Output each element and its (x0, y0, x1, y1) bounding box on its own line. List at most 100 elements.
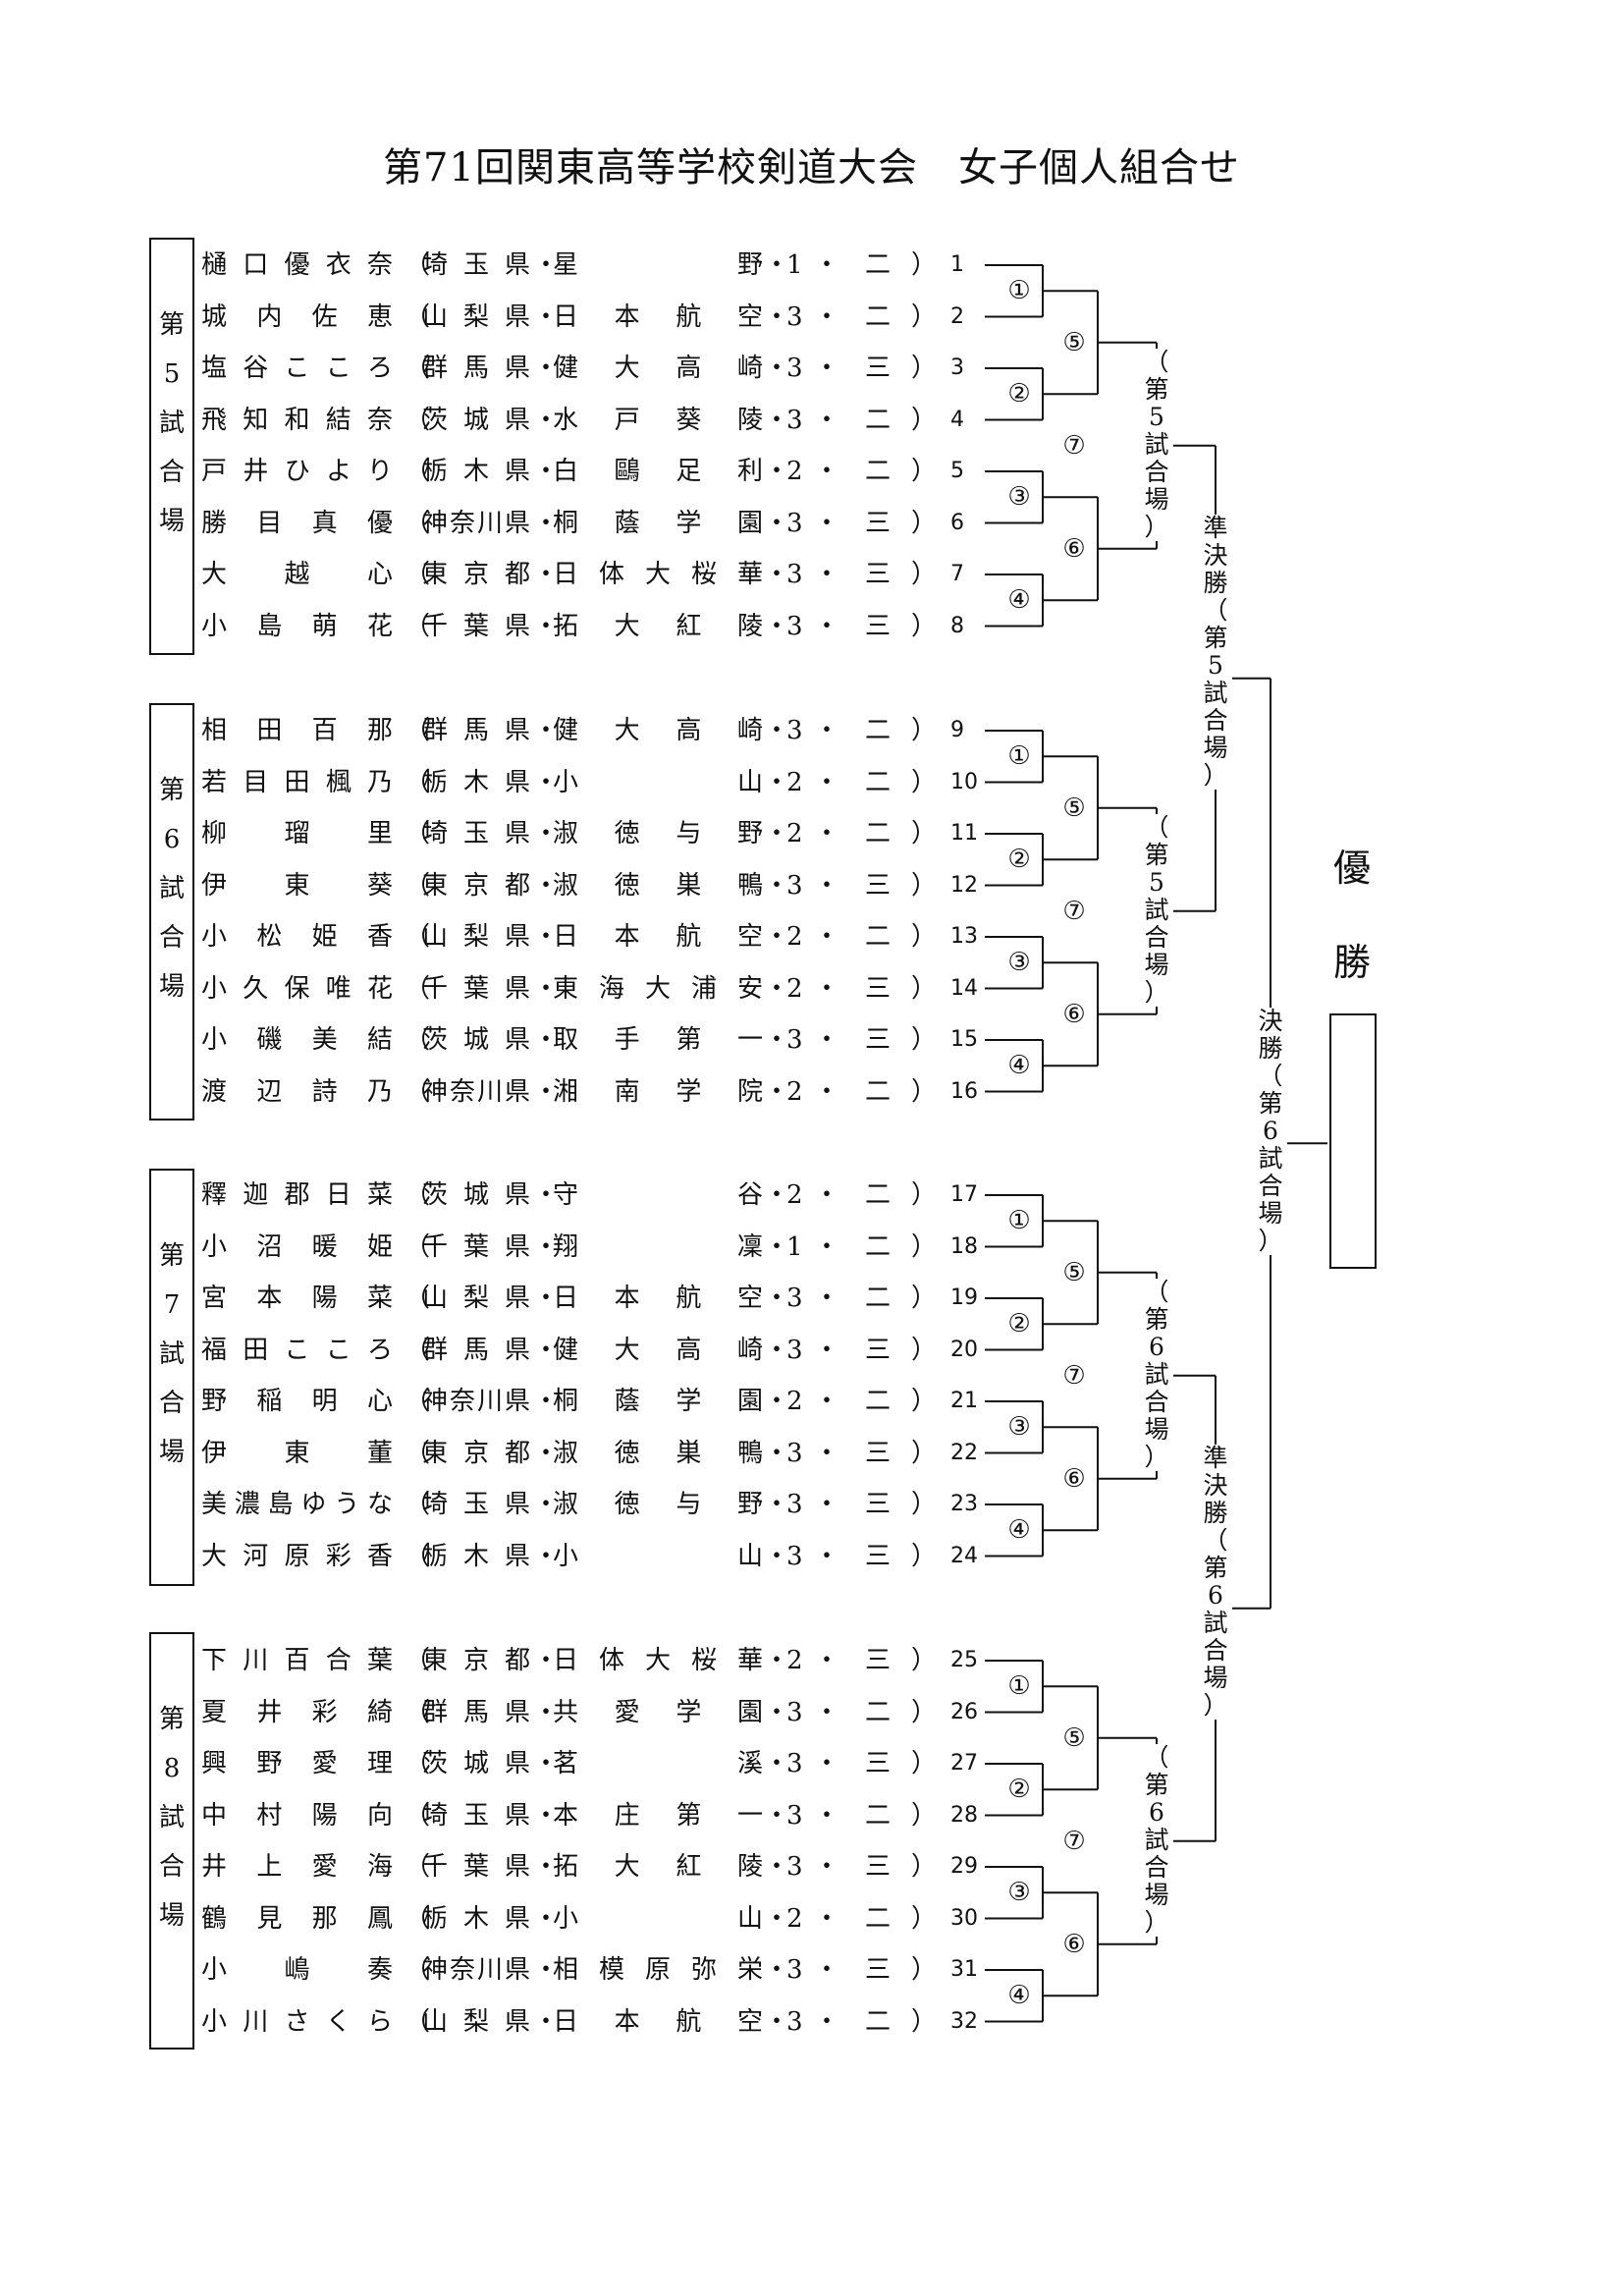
prefecture: 群馬県 (422, 716, 530, 745)
paren-open: （ (405, 508, 431, 538)
grade: 3 (786, 1490, 803, 1519)
division: 二 (864, 922, 891, 952)
draw-number: 14 (950, 975, 978, 1001)
separator-dot: ・ (764, 1076, 790, 1107)
division: 三 (864, 1749, 891, 1778)
division: 二 (864, 457, 891, 486)
division: 二 (864, 1387, 891, 1416)
separator-dot: ・ (533, 250, 560, 280)
school-name: 桐蔭学園 (553, 1387, 763, 1416)
player-row: 宮本陽菜（山梨県・日本航空・3・二）19 (201, 1281, 1006, 1316)
paren-close: ） (911, 767, 938, 797)
division: 二 (864, 1903, 891, 1934)
separator-dot: ・ (814, 301, 840, 332)
school-name: 淑徳与野 (553, 1490, 763, 1519)
player-row: 小嶋奏（神奈川県・相模原弥栄・3・三）31 (201, 1952, 1006, 1988)
paren-open: （ (405, 1387, 431, 1416)
separator-dot: ・ (764, 1903, 790, 1934)
match-number: ⑦ (1062, 896, 1086, 926)
division: 三 (864, 1025, 891, 1055)
school-name: 翔凜 (553, 1231, 763, 1262)
player-name: 井上愛海 (201, 1852, 393, 1882)
school-name: 淑徳巣鴨 (553, 1438, 763, 1468)
paren-open: （ (405, 611, 431, 641)
school-name: 東海大浦安 (553, 973, 763, 1004)
school-name: 相模原弥栄 (553, 1955, 763, 1985)
separator-dot: ・ (764, 560, 790, 589)
player-name: 下川百合葉 (201, 1646, 393, 1675)
separator-dot: ・ (533, 301, 560, 332)
grade: 3 (786, 1438, 803, 1468)
match-number: ⑥ (1062, 999, 1086, 1029)
separator-dot: ・ (533, 1438, 560, 1468)
separator-dot: ・ (533, 611, 560, 641)
player-name: 小嶋奏 (201, 1955, 393, 1985)
paren-close: ） (911, 1025, 938, 1055)
grade: 3 (786, 508, 803, 538)
separator-dot: ・ (764, 611, 790, 641)
paren-open: （ (405, 1335, 431, 1365)
separator-dot: ・ (764, 1025, 790, 1055)
division: 二 (864, 301, 891, 332)
paren-close: ） (911, 354, 938, 383)
semifinal-label: 準 決 勝 （ 第 5 試 合 場 ） (1199, 514, 1232, 790)
separator-dot: ・ (764, 1852, 790, 1882)
separator-dot: ・ (533, 1800, 560, 1831)
prefecture: 神奈川県 (422, 1387, 530, 1416)
player-name: 宮本陽菜 (201, 1284, 393, 1313)
separator-dot: ・ (814, 767, 840, 797)
paren-close: ） (911, 301, 938, 332)
separator-dot: ・ (814, 1800, 840, 1831)
paren-close: ） (911, 1800, 938, 1831)
match-number: ③ (1007, 1878, 1031, 1908)
school-name: 共愛学園 (553, 1697, 763, 1727)
grade: 2 (786, 922, 803, 952)
prefecture: 神奈川県 (422, 508, 530, 538)
player-name: 野稲明心 (201, 1387, 393, 1416)
court-label: 第 8 試 合 場 (158, 1705, 185, 1931)
player-name: 渡辺詩乃 (201, 1076, 393, 1107)
separator-dot: ・ (533, 1697, 560, 1727)
grade: 2 (786, 819, 803, 848)
paren-open: （ (405, 405, 431, 435)
separator-dot: ・ (764, 405, 790, 435)
player-name: 飛知和結奈 (201, 405, 393, 435)
match-number: ① (1007, 276, 1031, 306)
prefecture: 埼玉県 (422, 1490, 530, 1519)
separator-dot: ・ (533, 508, 560, 538)
school-name: 拓大紅陵 (553, 1852, 763, 1882)
division: 二 (864, 716, 891, 745)
draw-number: 16 (950, 1078, 978, 1104)
player-name: 大河原彩香 (201, 1541, 393, 1571)
prefecture: 栃木県 (422, 767, 530, 797)
separator-dot: ・ (814, 1541, 840, 1571)
prefecture: 茨城県 (422, 1180, 530, 1210)
draw-number: 13 (950, 924, 978, 949)
player-name: 夏井彩綺 (201, 1697, 393, 1727)
separator-dot: ・ (764, 250, 790, 280)
school-name: 取手第一 (553, 1025, 763, 1055)
prefecture: 茨城県 (422, 1025, 530, 1055)
prefecture: 群馬県 (422, 1697, 530, 1727)
paren-open: （ (405, 1490, 431, 1519)
prefecture: 群馬県 (422, 1335, 530, 1365)
paren-open: （ (405, 1180, 431, 1210)
separator-dot: ・ (814, 611, 840, 641)
division: 三 (864, 1438, 891, 1468)
match-number: ② (1007, 1775, 1031, 1805)
separator-dot: ・ (533, 1335, 560, 1365)
paren-open: （ (405, 1076, 431, 1107)
paren-close: ） (911, 1076, 938, 1107)
draw-number: 12 (950, 872, 978, 898)
match-number: ③ (1007, 948, 1031, 978)
draw-number: 26 (950, 1699, 978, 1724)
separator-dot: ・ (814, 405, 840, 435)
court-label: 第 6 試 合 場 (158, 776, 185, 1002)
draw-number: 1 (950, 252, 964, 277)
player-name: 福田こころ (201, 1335, 393, 1365)
grade: 2 (786, 973, 803, 1004)
draw-number: 17 (950, 1182, 978, 1207)
match-number: ① (1007, 741, 1031, 772)
separator-dot: ・ (764, 870, 790, 901)
grade: 3 (786, 1852, 803, 1882)
